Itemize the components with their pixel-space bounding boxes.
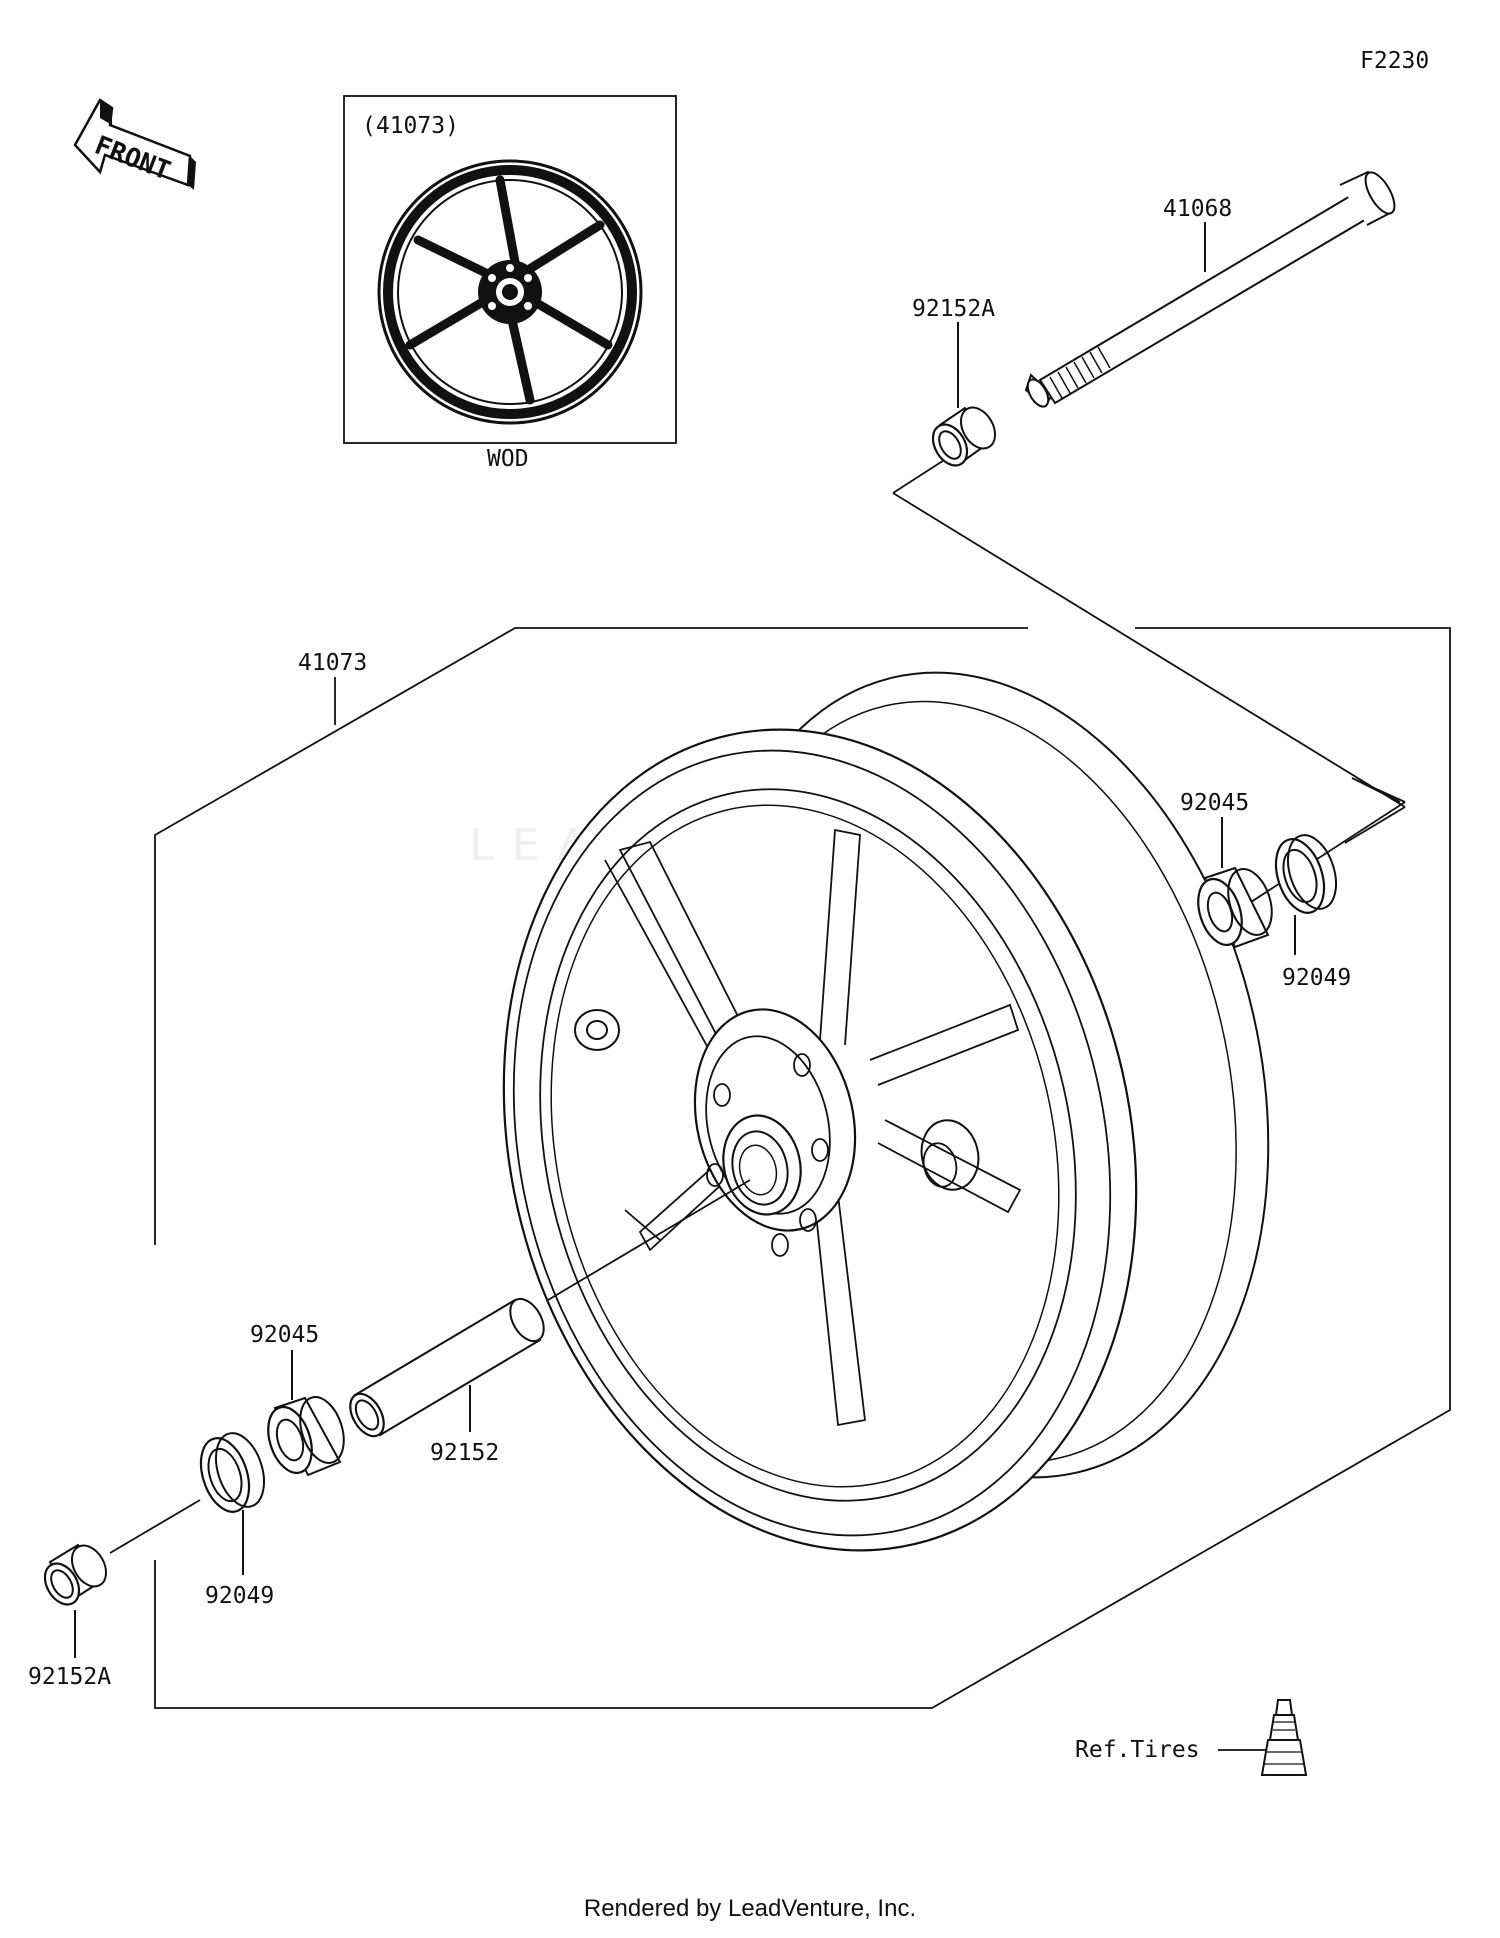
right-seal-part: 92049 — [1274, 834, 1351, 991]
collar-top-part: 92152A — [912, 296, 997, 467]
inset-wheel-icon — [377, 159, 643, 425]
axle-part: 41068 — [1024, 170, 1396, 408]
center-collar-part-number: 92152 — [430, 1440, 499, 1466]
inset-color-code: WOD — [487, 446, 529, 472]
left-bearing-part-number: 92045 — [250, 1322, 319, 1348]
front-arrow-icon: FRONT — [73, 98, 196, 190]
main-wheel-part: 41073 — [298, 650, 1270, 1552]
footer-credit: Rendered by LeadVenture, Inc. — [583, 1895, 917, 1922]
left-collar-part: 92152A — [28, 1543, 111, 1690]
diagram-code: F2230 — [1360, 48, 1429, 74]
inset-wheel-box: (41073) — [343, 95, 677, 472]
wheel-part-number: 41073 — [298, 650, 367, 676]
tire-valve-part: Ref.Tires — [1075, 1699, 1308, 1776]
left-collar-part-number: 92152A — [28, 1664, 111, 1690]
axle-part-number: 41068 — [1163, 196, 1232, 222]
left-seal-part-number: 92049 — [205, 1583, 274, 1609]
tire-reference-label: Ref.Tires — [1075, 1737, 1200, 1763]
center-collar-part: 92152 — [349, 1297, 545, 1466]
left-seal-part: 92049 — [109, 1432, 274, 1609]
right-seal-part-number: 92049 — [1282, 965, 1351, 991]
right-bearing-part: 92045 — [1180, 790, 1273, 949]
inset-part-number: (41073) — [362, 113, 459, 139]
right-bearing-part-number: 92045 — [1180, 790, 1249, 816]
left-bearing-part: 92045 — [250, 1322, 345, 1477]
collar-top-part-number: 92152A — [912, 296, 995, 322]
